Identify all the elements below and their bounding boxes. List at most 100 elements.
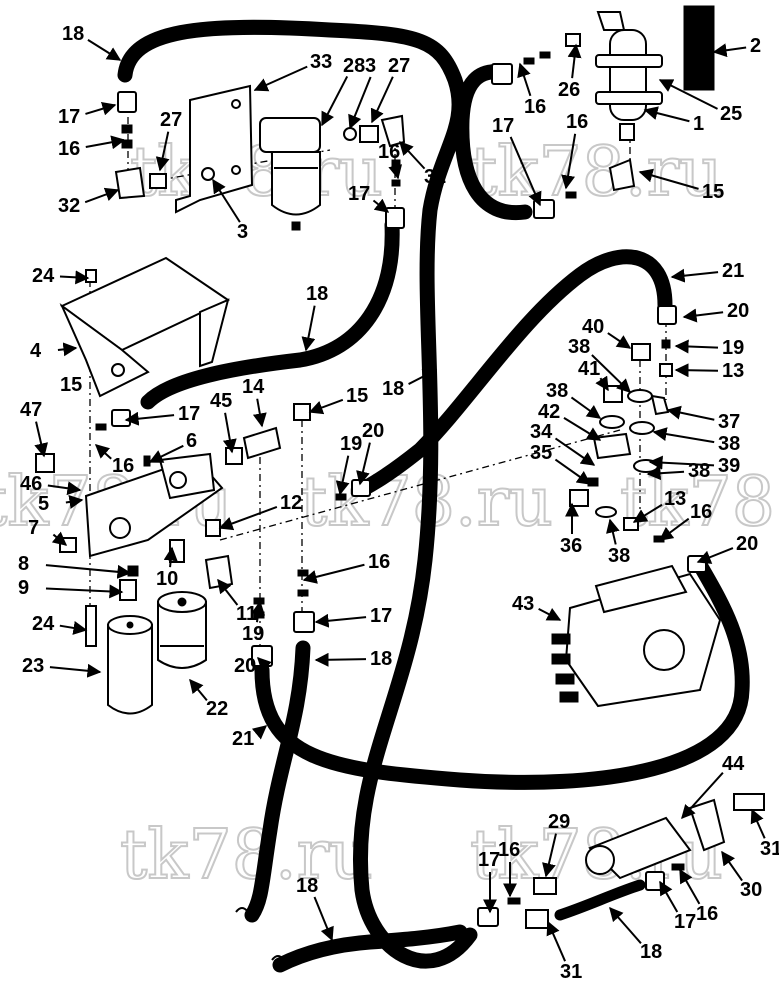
callout-number: 16 [378, 141, 400, 163]
leader-line [124, 411, 175, 426]
callout-number: 18 [62, 23, 84, 45]
leader-line [666, 405, 715, 421]
leader-line [257, 656, 272, 672]
callout-number: 19 [722, 337, 744, 359]
callout-number: 17 [58, 106, 80, 128]
callout-number: 37 [718, 411, 740, 433]
hose-21-lower [254, 557, 750, 790]
leader-line [658, 517, 690, 541]
nut-top [491, 63, 513, 85]
callout-number: 19 [242, 623, 264, 645]
filter-bracket-4 [59, 256, 231, 398]
leader-line [646, 466, 685, 481]
leader-line [155, 131, 170, 172]
callout-c-5: 5 [38, 493, 84, 515]
callout-number: 17 [370, 605, 392, 627]
leader-line [372, 198, 390, 213]
ferrule-16g [297, 569, 309, 577]
filter-port-a [109, 517, 131, 539]
bolt-27b [149, 173, 167, 189]
callout-c-19c: 19 [242, 600, 266, 645]
callout-number: 20 [727, 300, 749, 322]
callout-number: 35 [530, 442, 552, 464]
callout-number: 5 [38, 493, 49, 515]
leader-line [47, 481, 82, 496]
filter-22-center [177, 597, 187, 607]
fitting-36 [569, 489, 589, 507]
leader-line [538, 607, 562, 621]
leader-line [606, 518, 620, 545]
callout-c-26: 26 [558, 43, 582, 101]
callout-c-1: 1 [643, 106, 704, 135]
callout-c-16c: 16 [517, 62, 546, 118]
leader-line [84, 187, 120, 204]
callout-number: 29 [548, 811, 570, 833]
callout-number: 16 [524, 96, 546, 118]
filter-head-28 [259, 117, 321, 153]
callout-number: 18 [296, 875, 318, 897]
callout-c-16g: 16 [302, 551, 390, 584]
hose-18-long [117, 19, 478, 969]
leader-line [94, 444, 112, 460]
callout-c-19a: 19 [674, 337, 744, 359]
leader-line [163, 546, 178, 568]
leader-line [681, 771, 724, 820]
callout-number: 34 [530, 421, 553, 443]
callout-c-17g: 17 [659, 880, 696, 933]
hose-18-lower [244, 640, 311, 923]
callout-number: 2 [750, 35, 761, 57]
leader-line [509, 136, 542, 207]
transfer-pump-gear [585, 845, 615, 875]
callout-c-31a: 31 [750, 808, 779, 860]
leader-line [301, 305, 316, 352]
callout-c-40: 40 [582, 316, 632, 349]
callout-number: 16 [690, 501, 712, 523]
callout-number: 15 [346, 385, 368, 407]
callout-c-45: 45 [210, 390, 237, 454]
callout-c-34: 34 [530, 421, 596, 466]
leader-line [308, 398, 344, 415]
nut-17a [117, 91, 137, 113]
callout-c-44: 44 [681, 753, 745, 820]
bolt-40 [631, 343, 651, 361]
callout-number: 17 [478, 849, 500, 871]
fitting-47 [35, 453, 55, 473]
callout-c-15b: 15 [60, 374, 82, 396]
callout-number: 16 [498, 839, 520, 861]
callout-number: 41 [578, 358, 600, 380]
callout-c-27a: 27 [370, 55, 410, 124]
callout-c-21a: 21 [670, 260, 744, 283]
callout-c-17e: 17 [314, 605, 392, 628]
banjo-bolt-31a [733, 793, 765, 811]
leader-line [563, 417, 602, 441]
callout-c-16e: 16 [94, 444, 134, 477]
fitting-45 [225, 447, 243, 465]
callout-c-16i: 16 [679, 868, 718, 925]
clamp-25a [595, 54, 663, 68]
callout-c-15c: 15 [308, 385, 368, 415]
callout-c-19b: 19 [335, 433, 362, 496]
callout-c-38a: 38 [568, 336, 632, 393]
hose-21-return [357, 249, 673, 496]
leader-line [59, 621, 88, 635]
leader-line [253, 65, 308, 92]
ferrule-16k [671, 863, 685, 871]
callout-number: 38 [546, 380, 568, 402]
pump-top [594, 564, 688, 614]
leader-line [335, 455, 350, 496]
callout-c-30: 30 [721, 850, 762, 901]
callout-number: 27 [160, 109, 182, 131]
elbow-11 [204, 554, 234, 590]
callout-c-32b: 32 [58, 187, 120, 217]
leader-line [388, 163, 403, 180]
callout-number: 27 [388, 55, 410, 77]
nut-17f [477, 907, 499, 927]
callout-c-15a: 15 [638, 168, 724, 203]
fitting-26 [565, 33, 581, 47]
callout-number: 12 [280, 492, 302, 514]
callout-number: 16 [368, 551, 390, 573]
ferrule-16a [121, 124, 133, 134]
callout-number: 17 [348, 183, 370, 205]
callout-number: 31 [760, 838, 779, 860]
